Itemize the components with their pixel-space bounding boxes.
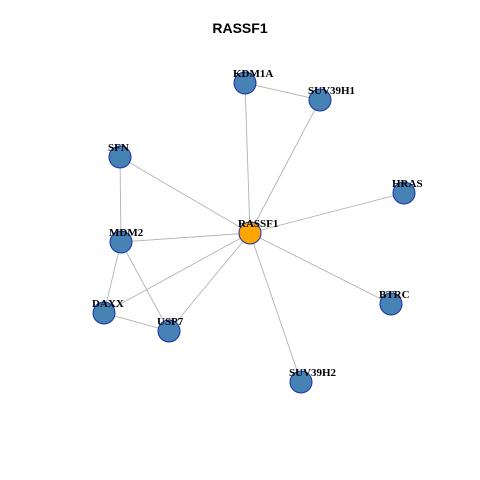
node-mdm2[interactable] xyxy=(109,230,133,254)
graph-title: RASSF1 xyxy=(212,20,268,36)
edges-layer xyxy=(103,82,405,383)
edge-rassf1-kdm1a xyxy=(244,82,251,234)
node-label-daxx: DAXX xyxy=(92,298,124,310)
edge-rassf1-hras xyxy=(249,192,405,234)
node-usp7[interactable] xyxy=(157,319,181,343)
edge-sfn-mdm2 xyxy=(119,156,122,243)
node-label-mdm2: MDM2 xyxy=(109,227,144,239)
node-rassf1[interactable] xyxy=(238,221,262,245)
node-sfn[interactable] xyxy=(108,145,132,169)
node-hras[interactable] xyxy=(392,181,416,205)
edge-rassf1-mdm2 xyxy=(120,232,251,243)
edge-rassf1-suv39h1 xyxy=(249,99,321,234)
node-label-suv39h1: SUV39H1 xyxy=(308,85,355,97)
node-kdm1a[interactable] xyxy=(233,71,257,95)
node-label-sfn: SFN xyxy=(108,142,129,154)
edge-mdm2-usp7 xyxy=(120,241,170,332)
node-label-rassf1: RASSF1 xyxy=(238,218,278,230)
node-suv39h1[interactable] xyxy=(308,88,332,112)
node-label-btrc: BTRC xyxy=(379,289,410,301)
node-label-suv39h2: SUV39H2 xyxy=(289,367,337,379)
edge-mdm2-daxx xyxy=(103,241,122,314)
edge-kdm1a-suv39h1 xyxy=(244,82,321,101)
edge-rassf1-sfn xyxy=(119,156,251,234)
edge-rassf1-suv39h2 xyxy=(249,232,302,383)
node-suv39h2[interactable] xyxy=(289,370,313,394)
node-daxx[interactable] xyxy=(92,301,116,325)
node-label-hras: HRAS xyxy=(392,178,423,190)
node-label-usp7: USP7 xyxy=(157,316,184,328)
edge-rassf1-usp7 xyxy=(168,232,251,332)
nodes-layer xyxy=(92,71,416,394)
node-label-kdm1a: KDM1A xyxy=(233,68,273,80)
edge-rassf1-daxx xyxy=(103,232,251,314)
node-btrc[interactable] xyxy=(379,292,403,316)
edge-rassf1-btrc xyxy=(249,232,392,305)
